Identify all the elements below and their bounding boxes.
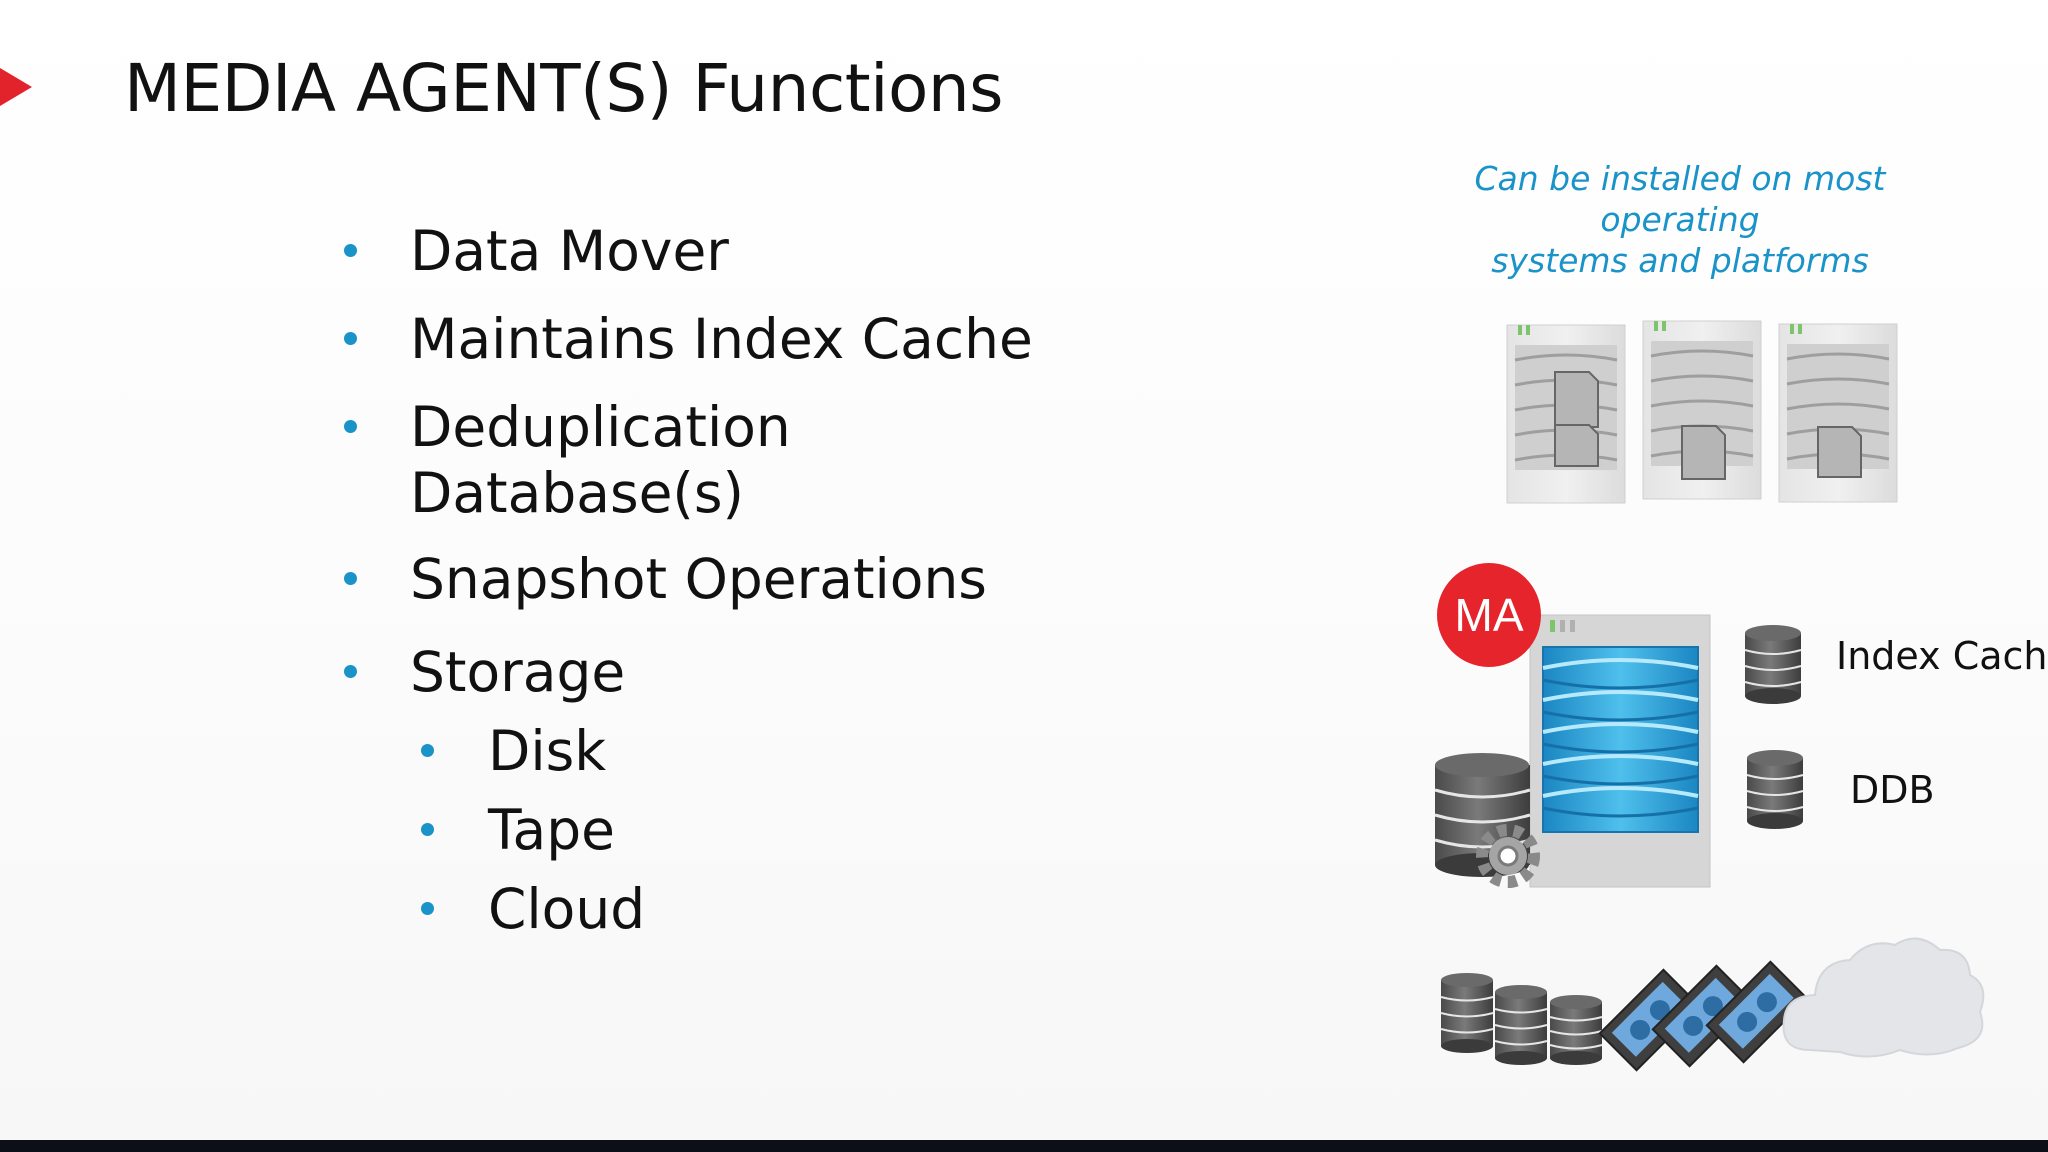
bullet-dot — [421, 744, 434, 757]
server-icon — [1778, 323, 1898, 503]
bullet-text: Data Mover — [410, 219, 729, 283]
bullet-snapshot: Snapshot Operations — [344, 546, 987, 612]
bullet-text-continued: Database(s) — [410, 461, 745, 525]
ddb-label: DDB — [1850, 768, 1935, 812]
database-icon — [1494, 985, 1548, 1065]
bullet-dot — [421, 902, 434, 915]
bullet-dot — [344, 665, 357, 678]
cloud-icon — [1782, 937, 1985, 1058]
bottom-bar — [0, 1140, 2048, 1152]
bullet-storage: Storage — [344, 639, 625, 705]
media-agent-server-icon — [1529, 614, 1711, 888]
bullet-dot — [421, 823, 434, 836]
sub-bullet-cloud: Cloud — [421, 876, 645, 942]
bullet-text: Disk — [488, 719, 607, 783]
bullet-text: Storage — [410, 640, 626, 704]
sub-bullet-disk: Disk — [421, 718, 606, 784]
bullet-text: Maintains Index Cache — [410, 307, 1033, 371]
bullet-dedup-db: Deduplication Database(s) — [344, 394, 791, 526]
play-arrow-icon — [0, 68, 32, 106]
badge-label: MA — [1454, 589, 1524, 641]
tape-icon — [1705, 960, 1809, 1064]
database-icon — [1440, 973, 1494, 1053]
caption-line: systems and platforms — [1491, 241, 1869, 280]
bullet-text: Tape — [488, 798, 615, 862]
server-icon — [1506, 324, 1626, 504]
database-icon — [1549, 995, 1603, 1065]
bullet-text: Cloud — [488, 877, 646, 941]
server-icon — [1642, 320, 1762, 500]
caption-line: Can be installed on most operating — [1474, 159, 1886, 239]
bullet-data-mover: Data Mover — [344, 218, 729, 284]
bullet-index-cache: Maintains Index Cache — [344, 306, 1033, 372]
bullet-dot — [344, 572, 357, 585]
gear-icon — [1476, 824, 1540, 888]
bullet-dot — [344, 244, 357, 257]
diagram-caption: Can be installed on most operating syste… — [1400, 158, 1960, 281]
slide-title: MEDIA AGENT(S) Functions — [124, 50, 1004, 127]
database-icon — [1744, 625, 1802, 704]
database-icon — [1746, 750, 1804, 829]
sub-bullet-tape: Tape — [421, 797, 615, 863]
bullet-text: Deduplication — [410, 395, 791, 459]
media-agent-badge: MA — [1437, 563, 1541, 667]
index-cache-label: Index Cache — [1836, 634, 2048, 678]
bullet-dot — [344, 420, 357, 433]
bullet-dot — [344, 332, 357, 345]
bullet-text: Snapshot Operations — [410, 547, 987, 611]
